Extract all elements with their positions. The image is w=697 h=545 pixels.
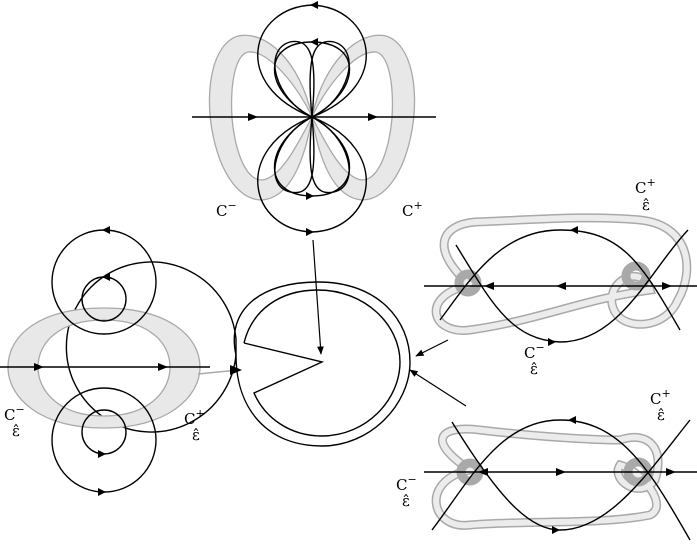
left-label-cplus: C+ xyxy=(184,407,205,428)
right-bottom-axis-arrow-3 xyxy=(666,468,676,476)
left-to-center-arrowhead xyxy=(230,365,242,375)
center-outer-ring xyxy=(233,281,411,447)
right-top-axis-arrow-2 xyxy=(556,282,566,290)
top-phase-portrait: C− C+ xyxy=(192,1,436,236)
top-axis-arrow-right xyxy=(368,113,378,121)
top-loop-arrow-4 xyxy=(306,228,314,236)
right-top-label-cplus: C+ xyxy=(635,176,656,197)
right-top-lower-separatrix xyxy=(455,229,689,343)
right-top-curve-arrow-1 xyxy=(570,226,578,234)
center-outer-boundary xyxy=(65,261,237,433)
left-lower-outer-circle xyxy=(51,387,157,493)
top-loop-arrow-1 xyxy=(310,1,318,9)
right-bottom-to-center-arrow xyxy=(409,369,467,407)
right-top-label-cminus-sub: ε̂ xyxy=(530,360,538,378)
right-bottom-curve-arrow-1 xyxy=(568,416,576,424)
top-middle-upper-loop xyxy=(274,41,350,118)
left-loop-arrow-2 xyxy=(102,273,110,281)
top-inner-lower-right-loop xyxy=(309,116,350,194)
left-label-cplus-sub: ε̂ xyxy=(192,426,200,444)
top-loop-arrow-2 xyxy=(310,38,318,46)
left-axis-arrow-1 xyxy=(34,363,44,371)
top-inner-lower-left-loop xyxy=(274,116,315,194)
right-bottom-label-cminus-sub: ε̂ xyxy=(402,492,410,510)
right-top-curve-arrow-2 xyxy=(548,338,556,346)
left-loop-arrow-3 xyxy=(98,450,106,458)
top-label-cplus: C+ xyxy=(402,199,423,220)
center-inner-pacman xyxy=(243,289,401,437)
left-phase-portrait: C− ε̂ C+ ε̂ xyxy=(0,226,210,496)
top-to-center-arrow xyxy=(312,239,324,355)
right-top-upper-separatrix xyxy=(439,229,681,331)
right-top-band-inner xyxy=(433,214,690,334)
left-axis-arrow-2 xyxy=(158,363,168,371)
right-bottom-curve-arrow-2 xyxy=(552,526,560,534)
right-bottom-label-cplus-sub: ε̂ xyxy=(657,406,665,424)
right-bottom-axis-arrow-2 xyxy=(556,468,566,476)
left-loop-arrow-1 xyxy=(102,226,110,234)
right-top-label-cminus: C− xyxy=(524,341,545,362)
right-bottom-phase-portrait: C+ ε̂ C− ε̂ xyxy=(396,387,697,541)
right-top-small-loop-left xyxy=(454,269,482,297)
right-top-axis-arrow-1 xyxy=(484,282,494,290)
right-top-phase-portrait: C+ ε̂ C− ε̂ xyxy=(424,176,697,378)
right-top-label-cplus-sub: ε̂ xyxy=(642,196,650,214)
left-loop-arrow-4 xyxy=(98,488,106,496)
top-inner-upper-left-loop xyxy=(274,40,315,118)
top-loop-arrow-3 xyxy=(306,192,314,200)
left-label-cminus: C− xyxy=(4,403,25,424)
center-disk xyxy=(65,261,411,447)
top-axis-arrow-left xyxy=(248,113,258,121)
right-bottom-upper-separatrix xyxy=(431,419,691,541)
right-bottom-lower-separatrix xyxy=(451,419,691,531)
right-bottom-band-inner xyxy=(433,426,662,529)
left-label-cminus-sub: ε̂ xyxy=(12,422,20,440)
top-inner-upper-right-loop xyxy=(309,40,350,118)
right-top-to-center-arrow xyxy=(415,339,449,357)
right-bottom-axis-arrow-1 xyxy=(478,468,488,476)
right-top-axis-arrow-3 xyxy=(662,282,672,290)
top-label-cminus: C− xyxy=(216,199,237,220)
right-bottom-label-cminus: C− xyxy=(396,473,417,494)
left-band xyxy=(7,307,201,429)
right-bottom-label-cplus: C+ xyxy=(650,387,671,408)
